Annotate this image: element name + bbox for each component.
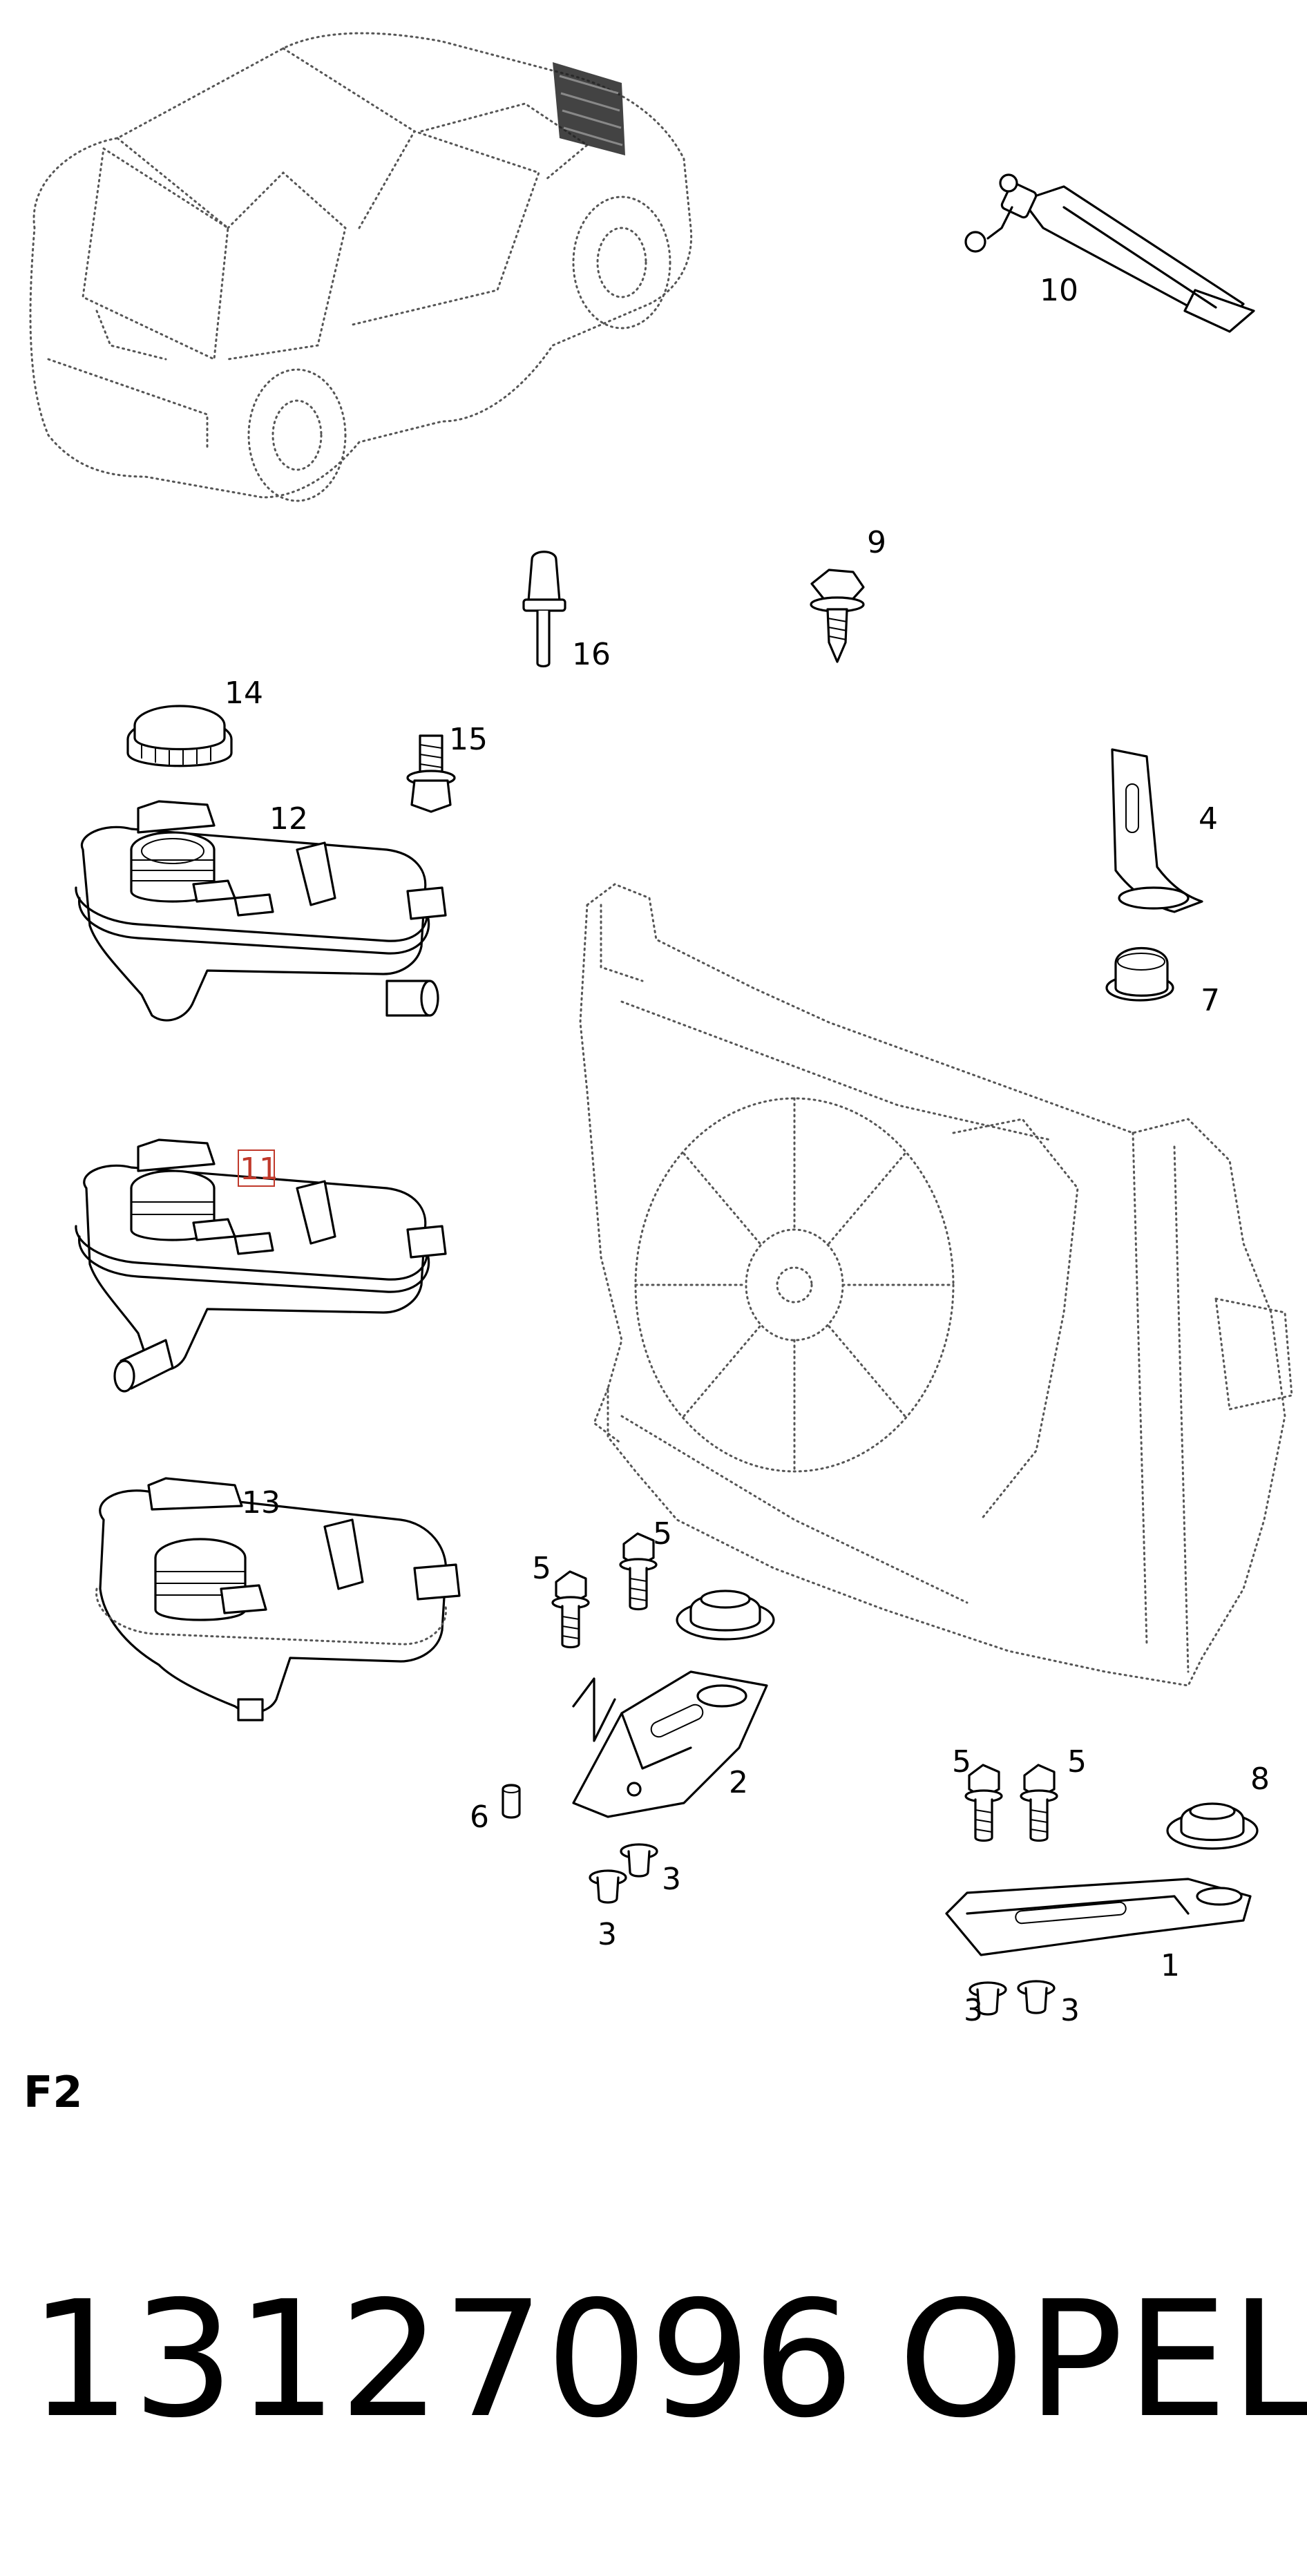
callout-11: 11: [240, 1152, 278, 1187]
part-10-sensor: [964, 173, 1255, 333]
part-1-bracket: [945, 1878, 1252, 1956]
callout-8: 8: [1250, 1762, 1270, 1797]
part-16-rivet: [522, 551, 566, 668]
grommet-upper: [676, 1590, 775, 1641]
callout-13: 13: [242, 1485, 280, 1520]
callout-5b: 5: [653, 1516, 672, 1552]
callout-5d: 5: [1067, 1744, 1087, 1780]
callout-11-highlight-box: [238, 1149, 275, 1187]
callout-1: 1: [1161, 1948, 1180, 1983]
part-9-screw: [810, 569, 865, 663]
part-5-screw-a: [551, 1570, 590, 1649]
part-3-clip-d: [1017, 1980, 1056, 2014]
callout-2: 2: [729, 1765, 748, 1800]
part-4-bracket: [1111, 748, 1203, 913]
vehicle-outline: [29, 32, 693, 502]
part-13-expansion-tank: [95, 1477, 461, 1721]
part-6-bush: [502, 1784, 521, 1819]
part-2-bracket: [572, 1670, 768, 1818]
part-11-expansion-tank: [75, 1138, 447, 1393]
callout-3a: 3: [662, 1862, 681, 1897]
part-number: 13127096: [29, 2267, 856, 2453]
part-8-grommet: [1166, 1802, 1259, 1850]
part-3-clip-c: [969, 1981, 1007, 2016]
callout-5c: 5: [952, 1744, 971, 1780]
callout-9: 9: [867, 525, 886, 560]
callout-14: 14: [225, 676, 263, 711]
callout-3d: 3: [1060, 1993, 1080, 2028]
section-label: F2: [23, 2067, 83, 2117]
part-12-expansion-tank: [75, 800, 447, 1022]
part-3-clip-a: [620, 1843, 658, 1878]
part-5-screw-b: [619, 1532, 658, 1611]
part-5-screw-d: [1020, 1764, 1058, 1842]
callout-3b: 3: [598, 1917, 617, 1952]
callout-4: 4: [1199, 801, 1218, 837]
callout-6: 6: [470, 1800, 489, 1835]
part-7-grommet: [1105, 946, 1174, 1002]
callout-7: 7: [1201, 983, 1220, 1018]
brand-name: OPEL: [898, 2267, 1307, 2453]
callout-16: 16: [572, 637, 611, 672]
callout-15: 15: [449, 722, 488, 757]
callout-12: 12: [269, 801, 308, 837]
callout-3c: 3: [964, 1993, 983, 2028]
part-3-clip-b: [589, 1869, 627, 1904]
part-5-screw-c: [964, 1764, 1003, 1842]
callout-10: 10: [1040, 273, 1078, 308]
part-14-cap: [126, 705, 233, 767]
callout-5a: 5: [532, 1551, 551, 1586]
radiator-fan-assembly: [579, 883, 1293, 1687]
radiator-location-marker: [553, 62, 625, 155]
part-15-bolt: [406, 734, 456, 813]
